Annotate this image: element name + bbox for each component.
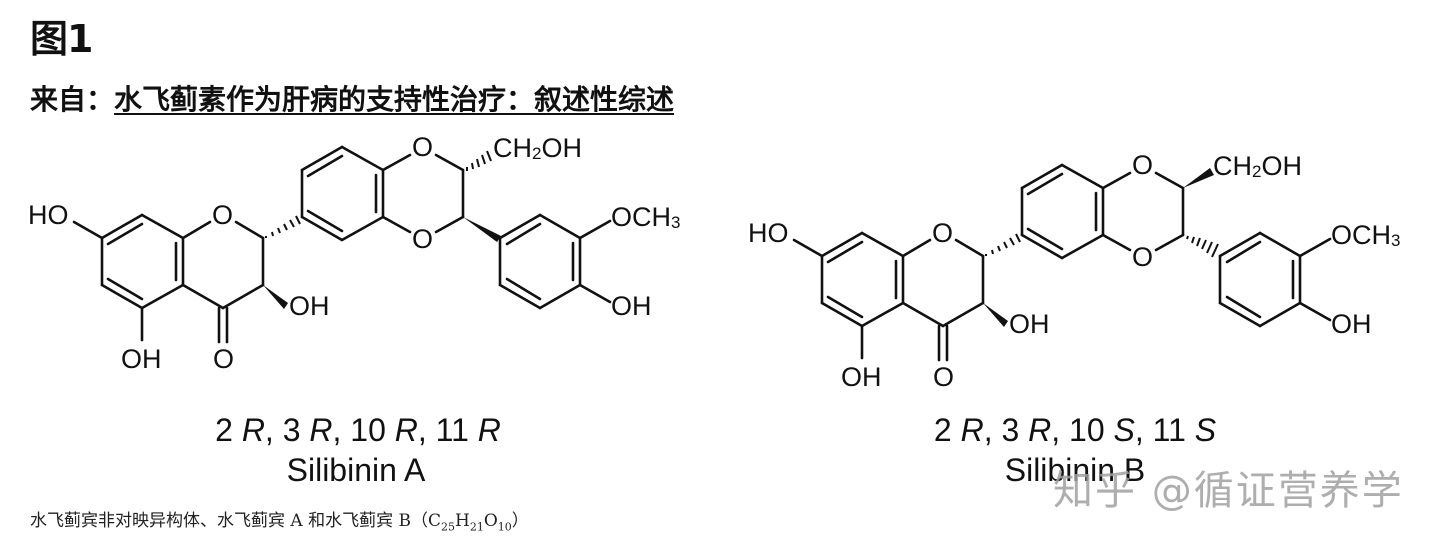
silibinin-b-structure: HO OH O OH O O O CH2OH OCH3 OH xyxy=(748,150,1400,392)
svg-text:OCH3: OCH3 xyxy=(1331,220,1400,250)
silibinin-b-name: Silibinin B xyxy=(1004,452,1146,488)
svg-text:OH: OH xyxy=(1331,309,1372,339)
silibinin-a-stereo: 2 R, 3 R, 10 R, 11 R xyxy=(215,412,501,448)
silibinin-a-name: Silibinin A xyxy=(286,452,426,488)
bold-wedge-aryl xyxy=(463,217,501,242)
svg-text:HO: HO xyxy=(748,218,789,248)
svg-text:OH: OH xyxy=(289,291,330,321)
svg-text:HO: HO xyxy=(28,200,69,230)
zhihu-watermark: 知乎 @循证营养学 xyxy=(1053,468,1404,514)
svg-text:O: O xyxy=(212,200,233,230)
svg-text:OH: OH xyxy=(841,362,882,392)
hashed-wedge-aryl xyxy=(1186,235,1219,258)
source-article-link[interactable]: 水飞蓟素作为肝病的支持性治疗：叙述性综述 xyxy=(114,83,675,116)
silibinin-a-structure: HO OH O OH O O O CH2OH OCH3 OH xyxy=(28,132,680,374)
svg-text:CH2OH: CH2OH xyxy=(493,133,582,163)
svg-text:OH: OH xyxy=(611,291,652,321)
svg-text:OCH3: OCH3 xyxy=(611,202,680,232)
svg-text:O: O xyxy=(932,218,953,248)
svg-text:O: O xyxy=(1132,150,1153,180)
figure-label: 图1 xyxy=(30,17,93,61)
bold-wedge-ch2oh xyxy=(1183,168,1214,188)
svg-text:O: O xyxy=(933,362,954,392)
svg-text:OH: OH xyxy=(1009,309,1050,339)
figure-caption: 水飞蓟宾非对映异构体、水飞蓟宾 A 和水飞蓟宾 B（C25H21O10） xyxy=(30,511,529,534)
svg-text:OH: OH xyxy=(121,344,162,374)
silibinin-b-stereo: 2 R, 3 R, 10 S, 11 S xyxy=(933,412,1217,448)
svg-text:O: O xyxy=(412,132,433,162)
figure-source: 来自：水飞蓟素作为肝病的支持性治疗：叙述性综述 xyxy=(30,78,674,118)
svg-text:O: O xyxy=(213,344,234,374)
svg-text:O: O xyxy=(1132,242,1153,272)
svg-text:O: O xyxy=(412,224,433,254)
svg-text:CH2OH: CH2OH xyxy=(1213,151,1302,181)
source-prefix: 来自： xyxy=(30,83,115,116)
hashed-wedge-ch2oh xyxy=(466,150,492,171)
